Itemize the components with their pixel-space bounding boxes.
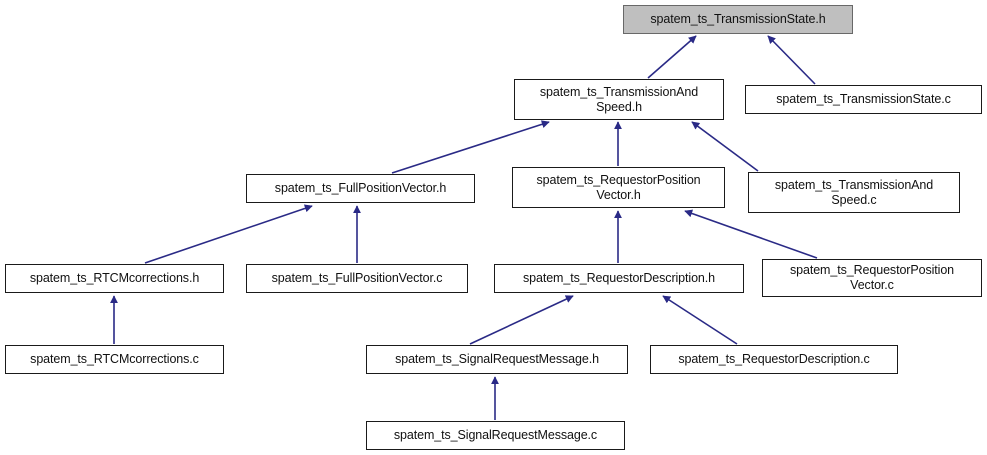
graph-node-fullpositionvector_h[interactable]: spatem_ts_FullPositionVector.h — [246, 174, 475, 203]
graph-edge-signalrequestmessage_h-to-requestordescription_h — [469, 295, 574, 345]
graph-node-requestorpositionvector_h[interactable]: spatem_ts_RequestorPosition Vector.h — [512, 167, 725, 208]
graph-node-transmissionandspeed_c[interactable]: spatem_ts_TransmissionAnd Speed.c — [748, 172, 960, 213]
graph-node-requestorpositionvector_c[interactable]: spatem_ts_RequestorPosition Vector.c — [762, 259, 982, 297]
graph-node-label: spatem_ts_RTCMcorrections.c — [30, 352, 199, 366]
graph-node-label: spatem_ts_TransmissionAnd Speed.c — [774, 177, 934, 207]
graph-node-transmissionandspeed_h[interactable]: spatem_ts_TransmissionAnd Speed.h — [514, 79, 724, 120]
graph-node-signalrequestmessage_h[interactable]: spatem_ts_SignalRequestMessage.h — [366, 345, 628, 374]
graph-node-rtcmcorrections_c[interactable]: spatem_ts_RTCMcorrections.c — [5, 345, 224, 374]
graph-edge-transmissionstate_c-to-transmissionstate_h — [767, 35, 816, 85]
graph-node-label: spatem_ts_RequestorPosition Vector.h — [536, 172, 701, 202]
graph-node-label: spatem_ts_RequestorPosition Vector.c — [789, 263, 955, 292]
graph-node-signalrequestmessage_c[interactable]: spatem_ts_SignalRequestMessage.c — [366, 421, 625, 450]
graph-node-label: spatem_ts_TransmissionState.c — [776, 92, 951, 106]
graph-node-label: spatem_ts_RTCMcorrections.h — [29, 271, 200, 285]
graph-node-label: spatem_ts_SignalRequestMessage.c — [393, 428, 598, 442]
graph-edge-transmissionandspeed_c-to-transmissionandspeed_h — [691, 121, 759, 172]
graph-node-label: spatem_ts_SignalRequestMessage.h — [395, 352, 599, 366]
graph-node-label: spatem_ts_TransmissionState.h — [650, 12, 826, 26]
graph-edge-fullpositionvector_h-to-transmissionandspeed_h — [391, 120, 550, 174]
graph-node-label: spatem_ts_TransmissionAnd Speed.h — [539, 84, 699, 114]
graph-node-rtcmcorrections_h[interactable]: spatem_ts_RTCMcorrections.h — [5, 264, 224, 293]
graph-node-label: spatem_ts_RequestorDescription.h — [522, 271, 716, 285]
graph-edge-requestordescription_c-to-requestordescription_h — [662, 295, 738, 345]
graph-node-requestordescription_h[interactable]: spatem_ts_RequestorDescription.h — [494, 264, 744, 293]
graph-node-label: spatem_ts_FullPositionVector.c — [271, 271, 443, 285]
graph-node-label: spatem_ts_RequestorDescription.c — [678, 352, 870, 366]
graph-edge-rtcmcorrections_h-to-fullpositionvector_h — [144, 204, 313, 264]
graph-edge-transmissionandspeed_h-to-transmissionstate_h — [647, 35, 697, 79]
graph-node-transmissionstate_c[interactable]: spatem_ts_TransmissionState.c — [745, 85, 982, 114]
graph-node-transmissionstate_h: spatem_ts_TransmissionState.h — [623, 5, 853, 34]
graph-node-fullpositionvector_c[interactable]: spatem_ts_FullPositionVector.c — [246, 264, 468, 293]
graph-node-requestordescription_c[interactable]: spatem_ts_RequestorDescription.c — [650, 345, 898, 374]
graph-node-label: spatem_ts_FullPositionVector.h — [274, 181, 447, 195]
edges-group — [110, 35, 818, 420]
graph-edge-requestorpositionvector_c-to-requestorpositionvector_h — [684, 209, 818, 259]
